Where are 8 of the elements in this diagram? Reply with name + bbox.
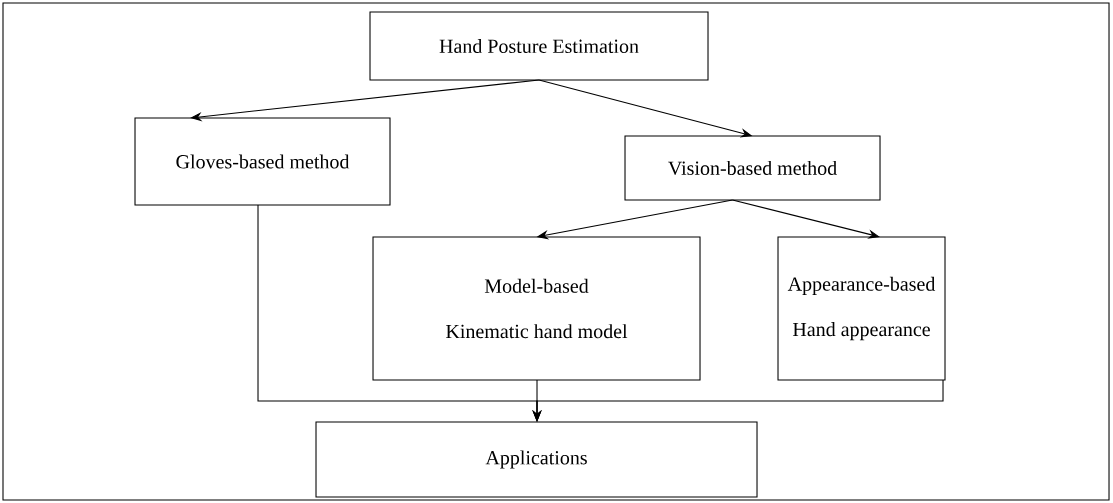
arrow: [190, 79, 540, 122]
process-box: Vision-based method: [624, 135, 881, 201]
arrow: [732, 199, 880, 239]
process-box: Applications: [315, 421, 758, 498]
process-box: Model-based Kinematic hand model: [372, 236, 701, 381]
process-box: Hand Posture Estimation: [369, 11, 709, 81]
process-box: Appearance-based Hand appearance: [777, 236, 946, 381]
process-box: Gloves-based method: [134, 117, 391, 206]
